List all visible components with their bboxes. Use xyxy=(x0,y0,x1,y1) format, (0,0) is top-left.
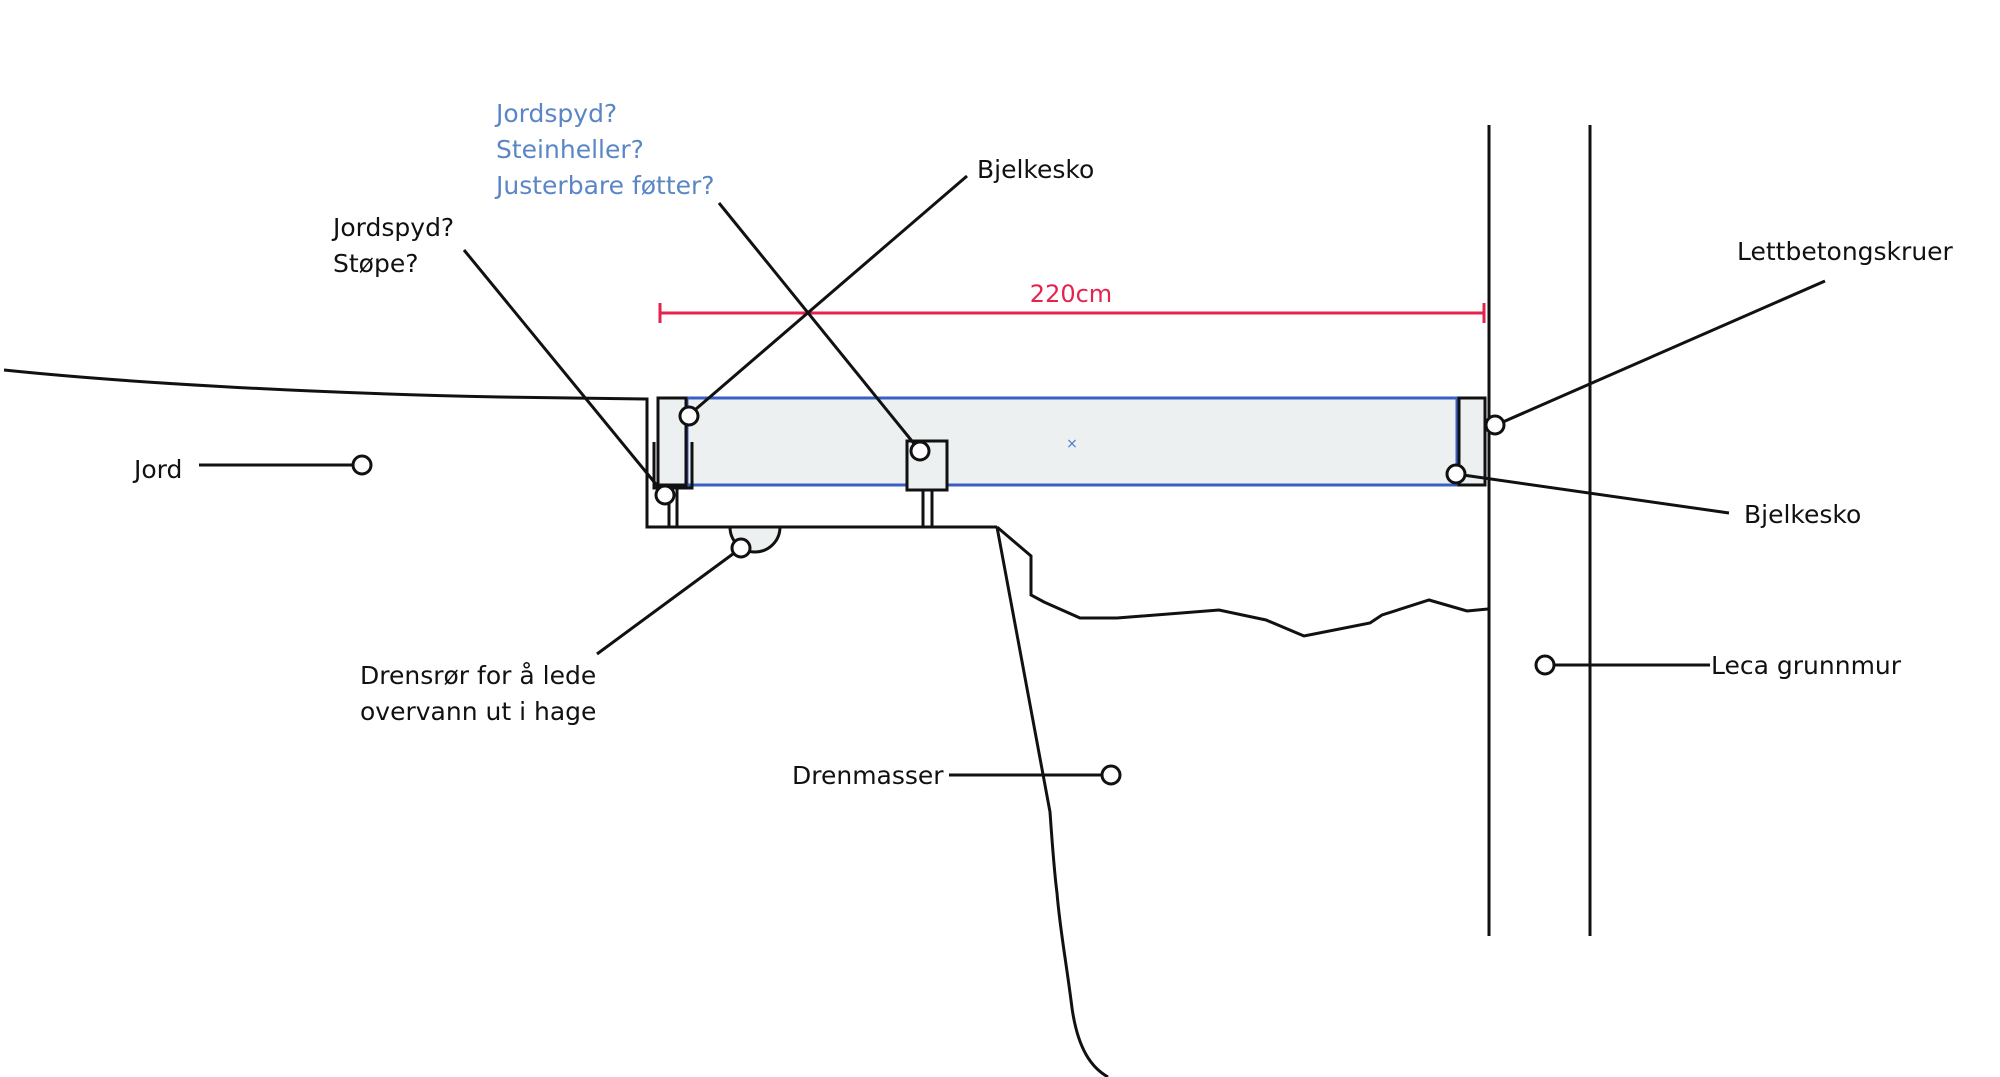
dimension-label: 220cm xyxy=(1030,280,1112,308)
label-foundation-option-2: Steinheller? xyxy=(496,135,644,164)
right-post xyxy=(1457,396,1487,487)
node-bjelkesko-top xyxy=(678,405,700,427)
leader-lettbetongskruer xyxy=(1495,279,1826,427)
node-leca xyxy=(1534,654,1556,676)
node-bjelkesko-right xyxy=(1445,463,1467,485)
label-stope: Støpe? xyxy=(333,249,419,278)
label-drenmasser: Drenmasser xyxy=(792,761,944,790)
left-bracket-u xyxy=(652,442,694,490)
center-marker-icon: × xyxy=(1066,436,1078,452)
label-drensror-line-1: Drensrør for å lede xyxy=(360,661,596,690)
node-drensror xyxy=(730,537,752,559)
label-bjelkesko-top: Bjelkesko xyxy=(977,155,1094,184)
terrain-contour xyxy=(996,525,1489,638)
label-jordspyd: Jordspyd? xyxy=(331,213,454,242)
main-beam xyxy=(685,396,1461,487)
node-drenmasser xyxy=(1100,764,1122,786)
label-foundation-option-1: Jordspyd? xyxy=(494,99,617,128)
label-lettbetongskruer: Lettbetongskruer xyxy=(1737,237,1954,266)
label-drensror: Drensrør for å lede overvann ut i hage xyxy=(360,661,604,726)
leader-jordspyd-stope xyxy=(462,249,666,495)
label-jordspyd-stope: Jordspyd? Støpe? xyxy=(331,213,462,278)
soil-surface-line xyxy=(3,368,997,529)
label-foundation-options: Jordspyd? Steinheller? Justerbare føtter… xyxy=(494,99,715,200)
node-jordspyd-stope xyxy=(654,484,676,506)
label-drensror-line-2: overvann ut i hage xyxy=(360,697,596,726)
leader-foundation-options xyxy=(717,202,922,452)
leader-drensror xyxy=(596,546,742,656)
label-leca-grunnmur: Leca grunnmur xyxy=(1711,651,1902,680)
leader-bjelkesko-right xyxy=(1455,472,1730,515)
dimension-220cm: 220cm xyxy=(658,280,1486,323)
node-jord xyxy=(351,454,373,476)
label-foundation-option-3: Justerbare føtter? xyxy=(494,171,715,200)
label-jord: Jord xyxy=(132,455,182,484)
node-foundation-options xyxy=(909,440,931,462)
node-lettbetongskruer xyxy=(1484,414,1506,436)
leader-bjelkesko-top xyxy=(688,174,968,417)
label-bjelkesko-right: Bjelkesko xyxy=(1744,500,1861,529)
drain-mass-boundary xyxy=(995,526,1109,1077)
